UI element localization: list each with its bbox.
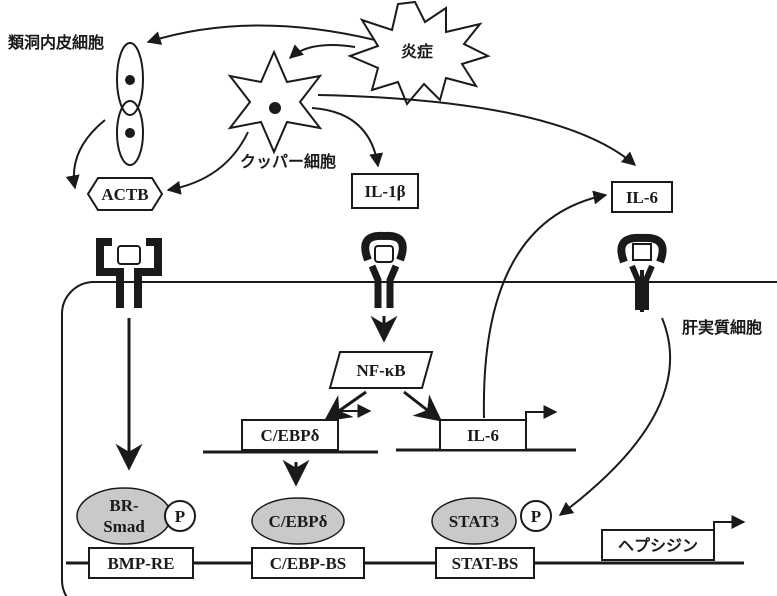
arrow-inflam-kupffer	[290, 45, 355, 58]
arrow-nfkb-il6gene	[404, 392, 440, 420]
actb-receptor	[100, 242, 158, 308]
arrow-nfkb-cebpd	[326, 392, 366, 420]
cebpd-gene-label: C/EBPδ	[261, 426, 320, 445]
cebpd-protein-label: C/EBPδ	[269, 512, 328, 531]
endothelial-cell-label: 類洞内皮細胞	[7, 33, 104, 52]
il6-ligand-label: IL-6	[626, 188, 658, 207]
br-smad-label-2: Smad	[103, 517, 145, 536]
phospho-label-2: P	[531, 507, 541, 526]
arrow-il6gene-il6ligand	[484, 195, 606, 418]
phospho-label-1: P	[175, 507, 185, 526]
il6-gene-label: IL-6	[467, 426, 499, 445]
nfkb-label: NF-κB	[356, 361, 405, 380]
bmp-re-label: BMP-RE	[107, 554, 174, 573]
il1b-receptor	[365, 236, 403, 308]
hepcidin-transcription-arrow	[714, 522, 744, 530]
arrow-il6r-stat3	[560, 318, 670, 515]
kupffer-cell-label: クッパー細胞	[240, 152, 336, 171]
inflammation-label: 炎症	[401, 42, 433, 61]
hepatocyte-label: 肝実質細胞	[682, 318, 762, 337]
endothelial-cells	[117, 43, 143, 165]
cebp-bs-label: C/EBP-BS	[270, 554, 347, 573]
stat3-label: STAT3	[449, 512, 499, 531]
il1b-label: IL-1β	[364, 182, 405, 201]
arrow-kupffer-actb	[168, 132, 248, 190]
stat-bs-label: STAT-BS	[452, 554, 519, 573]
actb-label: ACTB	[101, 185, 148, 204]
br-smad-label-1: BR-	[109, 496, 139, 515]
il6-receptor	[621, 238, 662, 312]
hepcidin-label: ヘプシジン	[618, 536, 698, 555]
arrow-inflam-endothelial	[148, 25, 375, 42]
arrow-kupffer-il6	[318, 95, 635, 165]
kupffer-cell-icon	[230, 52, 320, 152]
